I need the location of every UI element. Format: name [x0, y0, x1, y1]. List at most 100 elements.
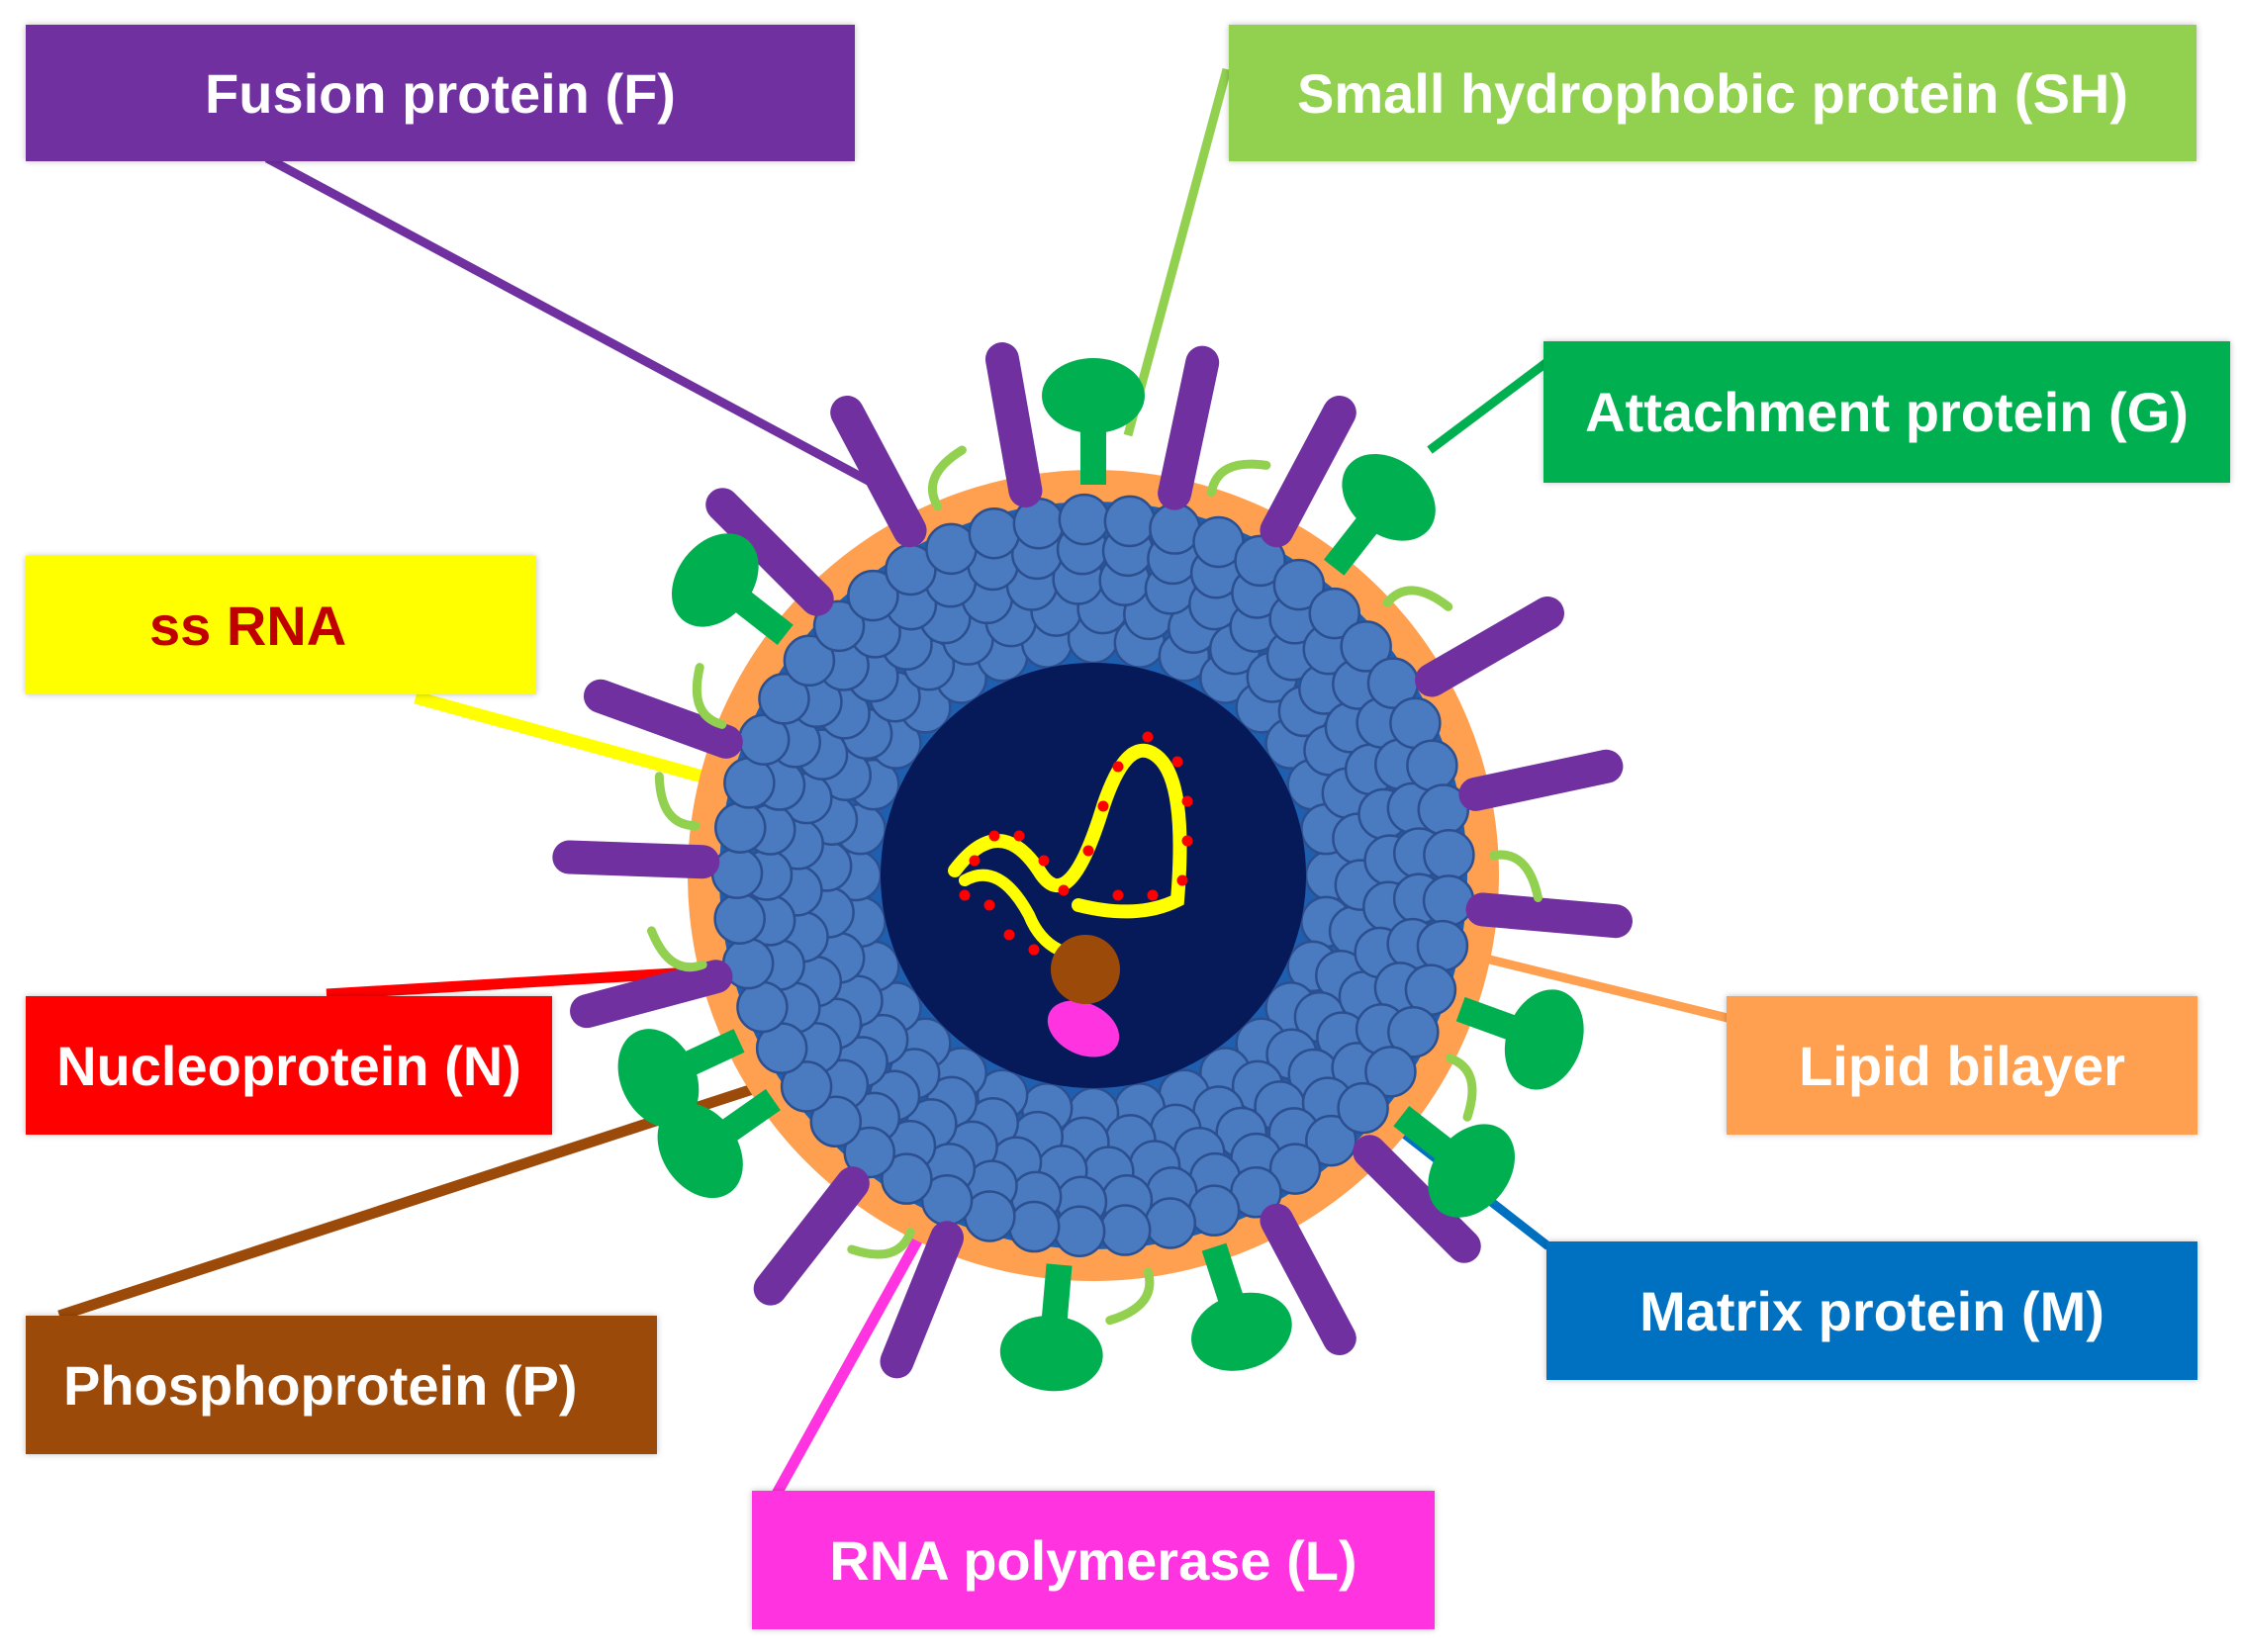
- leader-sh: [1123, 67, 1232, 437]
- small-hydrophobic-protein: [654, 772, 701, 831]
- attachment-protein-spike: [1323, 453, 1436, 576]
- matrix-protein-particle: [1364, 1046, 1417, 1098]
- label-small-hydrophobic-protein: Small hydrophobic protein (SH): [1229, 25, 2197, 161]
- label-fusion-protein: Fusion protein (F): [26, 25, 855, 161]
- surface-proteins: [552, 342, 1633, 1392]
- attachment-protein-spike: [1042, 358, 1145, 485]
- attachment-protein-spike: [1393, 1105, 1516, 1218]
- nucleoprotein-dot: [1082, 845, 1094, 857]
- matrix-protein-particle: [1422, 874, 1475, 927]
- nucleoprotein-dot: [1171, 756, 1183, 768]
- matrix-protein-particle: [1308, 587, 1361, 640]
- leader-fusion: [264, 154, 879, 489]
- attachment-protein-spike: [657, 1088, 781, 1199]
- matrix-protein-particle: [1423, 829, 1475, 881]
- label-phosphoprotein: Phosphoprotein (P): [26, 1316, 657, 1454]
- matrix-protein-particle: [1058, 493, 1111, 546]
- nucleoprotein-dot: [1097, 800, 1109, 812]
- fusion-protein-spike: [1458, 749, 1624, 811]
- matrix-protein-particle: [1387, 1006, 1440, 1058]
- fusion-protein-spike: [984, 342, 1043, 508]
- matrix-protein-particle: [1340, 620, 1392, 673]
- small-hydrophobic-protein: [1382, 586, 1453, 611]
- nucleoprotein-dot: [1176, 874, 1188, 886]
- small-hydrophobic-protein: [1445, 1054, 1477, 1122]
- matrix-protein-particle: [736, 980, 789, 1034]
- leader-attachment: [1427, 357, 1551, 454]
- nucleoprotein-dot: [983, 899, 995, 911]
- label-lipid-bilayer: Lipid bilayer: [1727, 996, 2197, 1135]
- matrix-protein-particle: [1149, 503, 1201, 555]
- matrix-protein-particle: [1187, 1184, 1241, 1237]
- matrix-protein-particle: [1053, 1205, 1106, 1257]
- fusion-protein-spike: [830, 396, 927, 548]
- attachment-protein-spike: [1191, 1242, 1292, 1371]
- fusion-protein-spike: [705, 488, 834, 616]
- fusion-protein-spike: [1465, 892, 1633, 939]
- label-nucleoprotein: Nucleoprotein (N): [26, 996, 552, 1135]
- small-hydrophobic-protein: [928, 445, 967, 511]
- nucleoprotein-dots: [959, 731, 1193, 956]
- matrix-particles: [710, 493, 1475, 1257]
- nucleoprotein-dot: [988, 830, 1000, 842]
- label-rna-polymerase: RNA polymerase (L): [752, 1491, 1435, 1629]
- small-hydrophobic-protein: [847, 1227, 915, 1259]
- matrix-protein-particle: [758, 673, 810, 725]
- matrix-protein-particle: [1103, 495, 1157, 548]
- leader-lipid: [1448, 945, 1733, 1024]
- nucleoprotein-dot: [1028, 944, 1040, 956]
- phosphoprotein-shape: [1051, 935, 1120, 1004]
- fusion-protein-spike: [583, 679, 743, 759]
- nucleocapsid-core: [881, 663, 1306, 1088]
- nucleoprotein-dot: [1147, 889, 1159, 901]
- fusion-protein-spike: [1415, 597, 1564, 697]
- attachment-protein-spike: [617, 1029, 745, 1128]
- nucleoprotein-dot: [1058, 884, 1070, 896]
- nucleoprotein-dot: [1181, 795, 1193, 807]
- rna-polymerase-shape: [1047, 1000, 1120, 1057]
- nucleoprotein-dot: [1181, 835, 1193, 847]
- matrix-protein-particle: [809, 1095, 863, 1148]
- matrix-protein-particle: [843, 1126, 895, 1179]
- label-ss-rna: ss RNA: [26, 556, 536, 694]
- matrix-protein-particle: [713, 892, 766, 945]
- matrix-protein-particle: [1234, 534, 1286, 588]
- small-hydrophobic-protein: [646, 926, 707, 972]
- fusion-protein-spike: [1260, 1203, 1356, 1355]
- nucleoprotein-dot: [1003, 929, 1015, 941]
- nucleoprotein-dot: [1038, 855, 1050, 867]
- matrix-protein-particle: [783, 634, 836, 688]
- attachment-protein-spike: [671, 533, 794, 646]
- fusion-protein-spike: [1260, 396, 1356, 548]
- matrix-protein-particle: [847, 569, 899, 622]
- nucleoprotein-dot: [1112, 889, 1124, 901]
- fusion-protein-spike: [1353, 1135, 1481, 1263]
- label-matrix-protein: Matrix protein (M): [1546, 1241, 2197, 1380]
- small-hydrophobic-protein: [692, 663, 727, 729]
- fusion-protein-spike: [880, 1221, 965, 1379]
- attachment-protein-spike: [1455, 989, 1584, 1090]
- matrix-protein-particle: [812, 599, 866, 653]
- ss-rna-strand: [948, 743, 1187, 956]
- small-hydrophobic-protein: [1105, 1267, 1155, 1326]
- nucleoprotein-dot: [1112, 761, 1124, 773]
- fusion-protein-spike: [570, 960, 733, 1029]
- fusion-protein-spike: [1158, 345, 1220, 510]
- matrix-protein-particle: [1406, 739, 1458, 792]
- label-attachment-protein: Attachment protein (G): [1543, 341, 2230, 483]
- matrix-protein-particle: [714, 801, 767, 854]
- small-hydrophobic-protein: [1206, 459, 1271, 498]
- fusion-protein-spike: [753, 1166, 870, 1306]
- matrix-protein-particle: [1098, 1204, 1152, 1256]
- matrix-protein-particle: [1268, 1143, 1322, 1195]
- matrix-protein-particle: [1416, 919, 1469, 972]
- matrix-protein-particle: [1007, 1200, 1061, 1253]
- nucleoprotein-dot: [1142, 731, 1154, 743]
- matrix-protein-particle: [780, 1060, 833, 1113]
- fusion-protein-spike: [552, 840, 720, 879]
- attachment-protein-spike: [999, 1263, 1103, 1392]
- matrix-protein-particle: [723, 757, 776, 809]
- nucleoprotein-dot: [959, 889, 971, 901]
